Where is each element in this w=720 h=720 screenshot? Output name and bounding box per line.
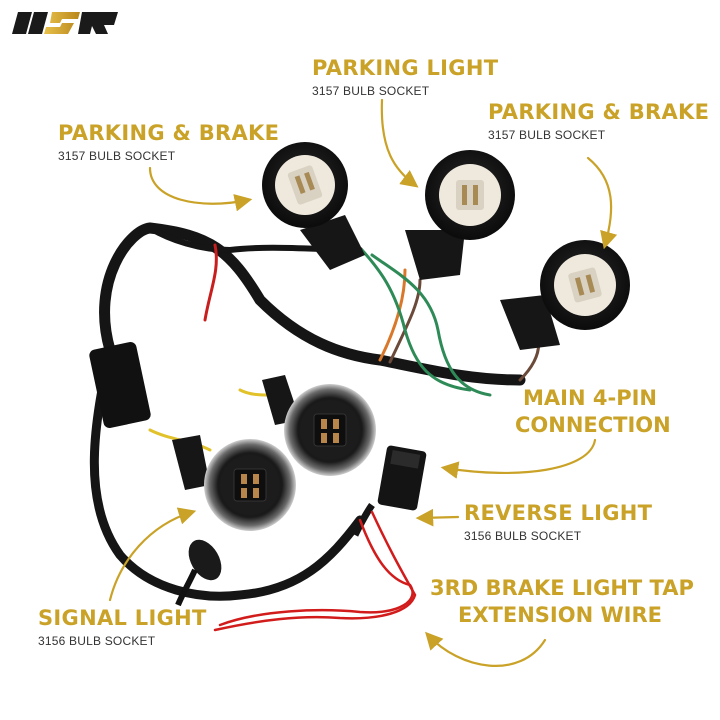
- label-line-2: CONNECTION: [515, 413, 671, 437]
- label-subtitle: 3157 BULB SOCKET: [488, 128, 606, 142]
- socket-parking-brake-left: [262, 142, 365, 270]
- label-main-connection: MAIN 4-PIN CONNECTION: [515, 385, 671, 439]
- rubber-grommet: [175, 539, 222, 607]
- label-parking-brake-right: PARKING & BRAKE 3157 BULB SOCKET: [488, 100, 710, 142]
- label-parking-light: PARKING LIGHT 3157 BULB SOCKET: [312, 56, 499, 98]
- label-title: PARKING & BRAKE: [488, 100, 710, 124]
- label-line-1: 3RD BRAKE LIGHT TAP: [430, 576, 694, 600]
- arrow-parking-brake-left: [148, 166, 253, 212]
- usr-logo: [8, 6, 128, 40]
- label-title: PARKING & BRAKE: [58, 121, 280, 145]
- callout-arrows: [108, 98, 618, 667]
- label-subtitle: 3156 BULB SOCKET: [464, 529, 582, 543]
- socket-signal-light: [172, 435, 296, 531]
- label-signal-light: SIGNAL LIGHT 3156 BULB SOCKET: [38, 606, 207, 648]
- label-parking-brake-left: PARKING & BRAKE 3157 BULB SOCKET: [58, 121, 280, 163]
- arrow-parking-light: [380, 98, 419, 188]
- label-brake-tap: 3RD BRAKE LIGHT TAP EXTENSION WIRE: [430, 575, 694, 629]
- socket-parking-light: [405, 150, 515, 280]
- label-subtitle: 3157 BULB SOCKET: [58, 149, 176, 163]
- inline-resistor-module: [89, 342, 151, 428]
- arrow-reverse-light: [415, 508, 460, 527]
- socket-parking-brake-right: [500, 240, 630, 350]
- colored-signal-wires: [148, 243, 541, 452]
- label-title: SIGNAL LIGHT: [38, 606, 207, 630]
- label-line-1: MAIN 4-PIN: [523, 386, 657, 410]
- label-reverse-light: REVERSE LIGHT 3156 BULB SOCKET: [464, 501, 653, 543]
- arrow-parking-brake-right: [586, 156, 618, 250]
- main-4-pin-connector: [351, 445, 427, 537]
- red-extension-wire: [213, 510, 417, 632]
- arrow-signal-light: [108, 507, 197, 602]
- arrow-main-connection: [440, 438, 597, 479]
- arrow-brake-tap: [425, 631, 547, 667]
- socket-reverse-light: [262, 375, 376, 476]
- label-subtitle: 3156 BULB SOCKET: [38, 634, 156, 648]
- label-subtitle: 3157 BULB SOCKET: [312, 84, 430, 98]
- label-line-2: EXTENSION WIRE: [458, 603, 662, 627]
- label-title: PARKING LIGHT: [312, 56, 499, 80]
- label-title: REVERSE LIGHT: [464, 501, 653, 525]
